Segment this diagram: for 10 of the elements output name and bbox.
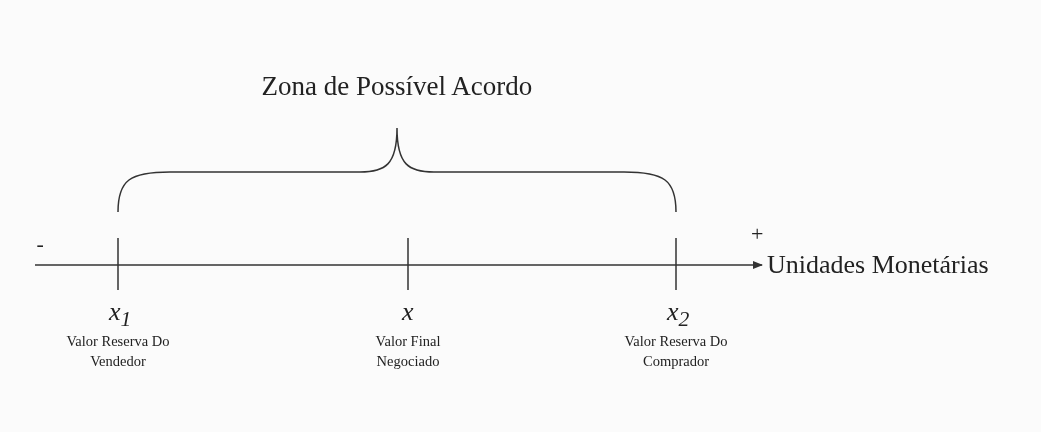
plus-sign: +	[751, 222, 764, 247]
variable-label: x	[402, 298, 414, 327]
brace-label: Zona de Possível Acordo	[261, 72, 533, 102]
point-description: Valor Final Negociado	[374, 332, 442, 371]
variable-label: x$_{2}$	[667, 298, 690, 332]
variable-label: x$_{1}$	[109, 298, 132, 332]
axis-label: Unidades Monetárias	[767, 251, 989, 280]
point-description: Valor Reserva Do Vendedor	[65, 332, 171, 371]
point-description: Valor Reserva Do Comprador	[623, 332, 729, 371]
minus-sign: -	[36, 232, 44, 257]
